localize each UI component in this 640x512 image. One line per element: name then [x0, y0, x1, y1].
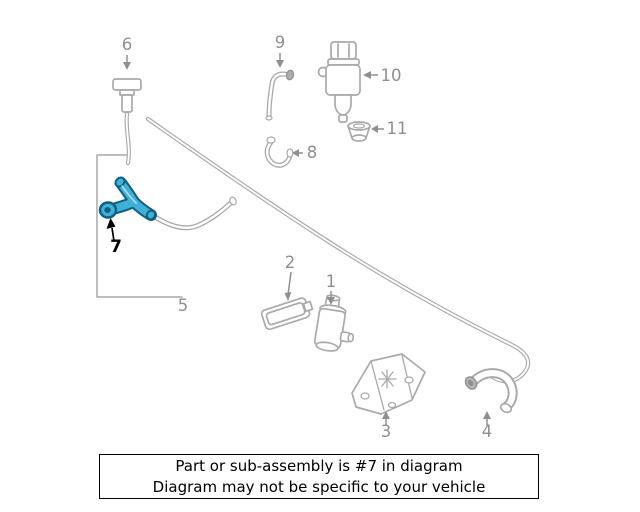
- part-9-elbow-hose: [265, 69, 295, 121]
- part-5-hose: [149, 196, 237, 231]
- part-6-t-fitting: [112, 78, 142, 113]
- part-10-washer-pump: [317, 41, 361, 123]
- part-5-bracket: [96, 154, 183, 298]
- part-2-leader: [284, 271, 292, 301]
- part-3-arrow-icon: [382, 411, 390, 419]
- part-1-arrow-icon: [327, 297, 335, 305]
- part-2-label: 2: [285, 253, 296, 272]
- part-3-bracket: [351, 353, 426, 415]
- connector-tube: [124, 111, 131, 166]
- part-10-label: 10: [381, 66, 402, 85]
- part-8-label: 8: [307, 143, 318, 162]
- part-2-cap: [260, 297, 314, 331]
- part-9-label: 9: [275, 33, 286, 52]
- part-4-label: 4: [482, 422, 493, 441]
- part-6-arrow-icon: [123, 62, 131, 70]
- part-4-arrow-icon: [483, 411, 491, 419]
- part-6-label: 6: [122, 35, 133, 54]
- part-8-elbow-fitting: [264, 136, 294, 168]
- part-11-grommet: [347, 121, 371, 142]
- part-11-label: 11: [387, 119, 408, 138]
- part-9-arrow-icon: [276, 60, 284, 68]
- part-3-label: 3: [381, 422, 392, 441]
- part-1-pump-body: [313, 294, 355, 352]
- callouts: 6 9 10 11 8 5 2 1 3 4: [106, 33, 493, 441]
- part-8-arrow-icon: [292, 149, 299, 157]
- part-7-label: 7: [110, 237, 122, 257]
- part-10-arrow-icon: [363, 71, 371, 79]
- caption-line-2: Diagram may not be specific to your vehi…: [152, 477, 486, 496]
- caption-line-1: Part or sub-assembly is #7 in diagram: [175, 457, 463, 476]
- part-1-label: 1: [326, 272, 337, 291]
- caption-box: Part or sub-assembly is #7 in diagram Di…: [99, 454, 539, 499]
- part-11-arrow-icon: [371, 125, 378, 133]
- part-7-arrow-icon: [106, 218, 116, 229]
- part-5-label: 5: [178, 296, 189, 315]
- part-4-elbow-hose: [464, 368, 518, 414]
- part-7-y-connector-highlighted: [98, 176, 157, 221]
